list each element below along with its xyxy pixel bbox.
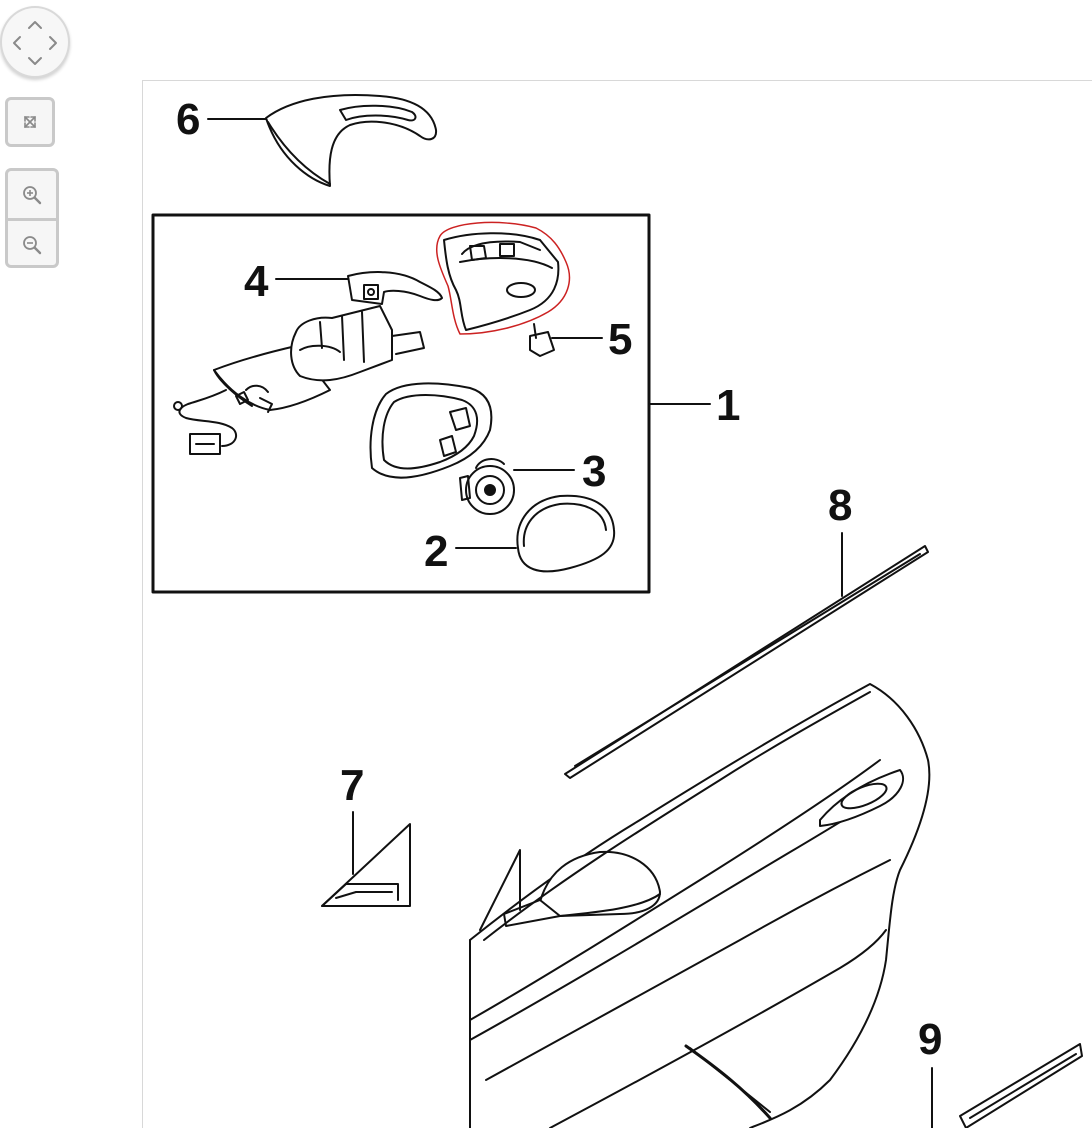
callout-3: 3 xyxy=(582,447,606,496)
part-6-mirror-cover[interactable] xyxy=(265,93,438,187)
pan-arrows-icon xyxy=(13,21,57,65)
mirror-base[interactable] xyxy=(213,305,425,413)
part-8-belt-molding[interactable] xyxy=(564,545,929,779)
door-panel[interactable] xyxy=(469,683,931,1128)
part-4-turn-signal[interactable] xyxy=(347,271,443,305)
callout-1: 1 xyxy=(716,381,740,430)
zoom-controls xyxy=(5,168,59,268)
part-3-actuator[interactable] xyxy=(459,458,515,515)
zoom-out-button[interactable] xyxy=(8,221,56,268)
callout-5: 5 xyxy=(608,315,632,364)
highlight-ring xyxy=(436,221,571,335)
fit-to-screen-button[interactable] xyxy=(5,97,55,147)
wire-harness[interactable] xyxy=(173,389,249,455)
zoom-out-icon xyxy=(23,235,42,254)
fit-to-screen-icon xyxy=(24,116,36,128)
zoom-in-button[interactable] xyxy=(8,171,56,221)
part-7-triangle-trim[interactable] xyxy=(321,823,411,907)
part-9-rocker-molding[interactable] xyxy=(959,1043,1083,1128)
part-5-housing[interactable] xyxy=(443,232,560,331)
diagram-frame xyxy=(142,80,1092,1128)
callout-2: 2 xyxy=(424,527,448,576)
callout-6: 6 xyxy=(176,95,200,144)
pan-control[interactable] xyxy=(0,6,70,78)
callout-9: 9 xyxy=(918,1015,942,1064)
mirror-frame[interactable] xyxy=(369,382,493,479)
callout-4: 4 xyxy=(244,257,269,306)
zoom-in-icon xyxy=(23,185,42,204)
callout-8: 8 xyxy=(828,481,852,530)
callout-7: 7 xyxy=(340,761,364,810)
part-5-clip[interactable] xyxy=(529,323,555,357)
part-2-mirror-glass[interactable] xyxy=(516,494,616,573)
